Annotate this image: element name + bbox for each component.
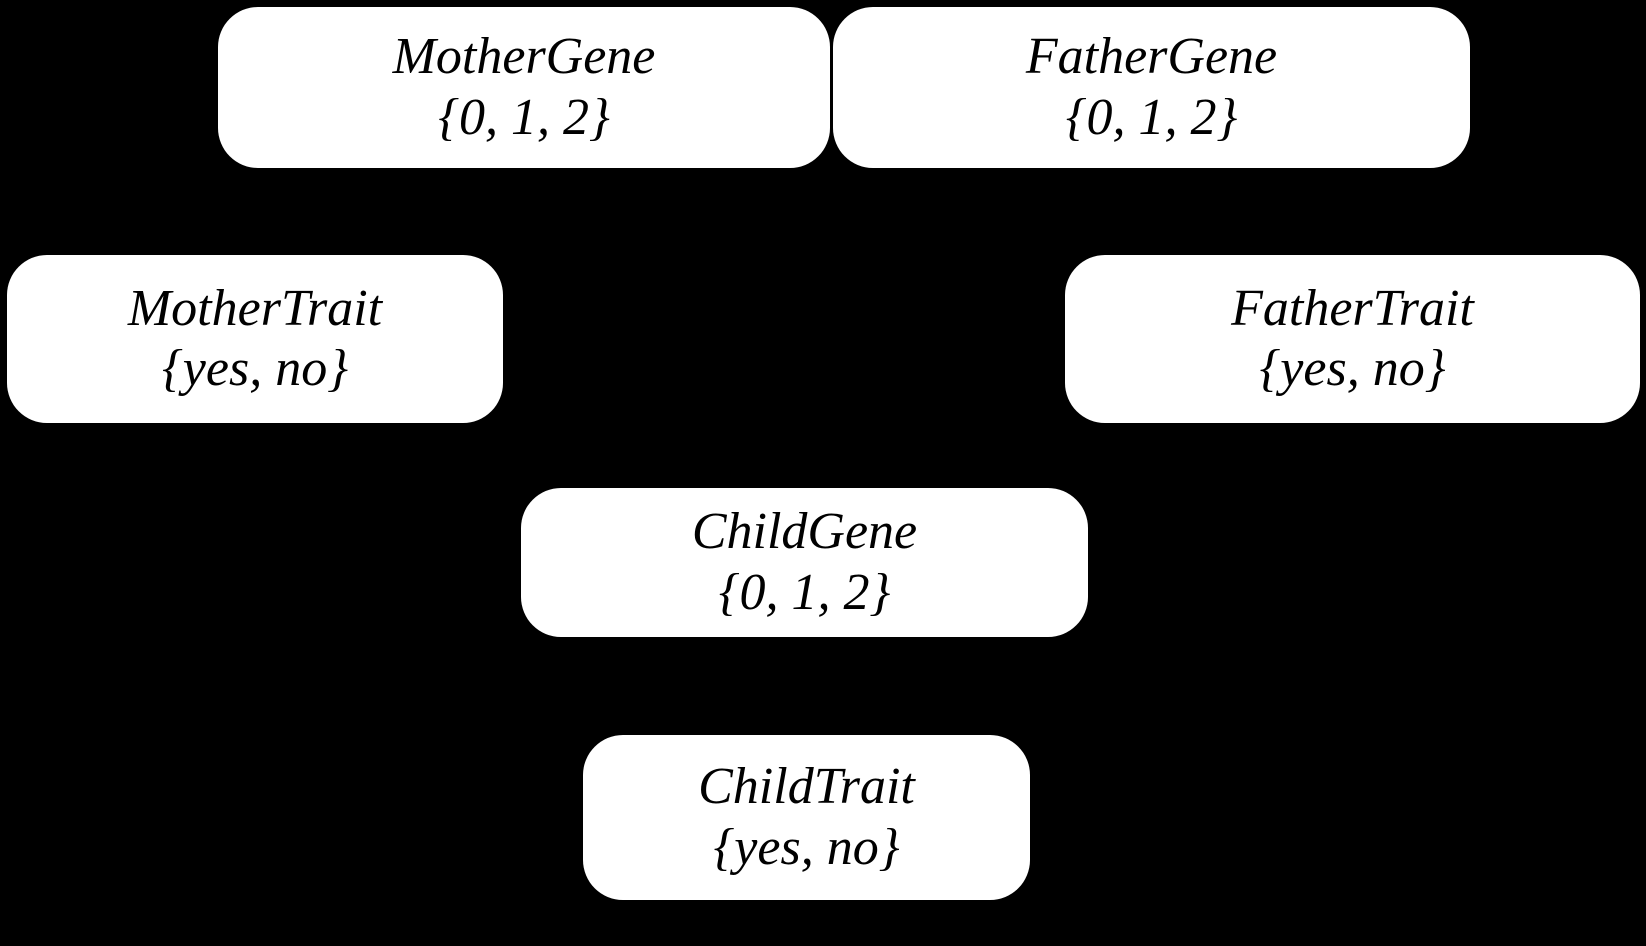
- node-father-gene-label: FatherGene: [1025, 28, 1278, 86]
- node-father-trait-domain: {yes, no}: [1259, 340, 1446, 397]
- node-mother-trait-domain: {yes, no}: [162, 340, 348, 397]
- node-mother-trait-label: MotherTrait: [127, 279, 383, 337]
- node-father-gene-domain: {0, 1, 2}: [1065, 88, 1238, 146]
- node-child-gene-domain: {0, 1, 2}: [718, 563, 891, 621]
- node-child-trait-label: ChildTrait: [698, 758, 915, 816]
- node-child-gene-label: ChildGene: [691, 503, 918, 561]
- node-mother-gene[interactable]: MotherGene {0, 1, 2}: [218, 7, 830, 168]
- node-mother-gene-domain: {0, 1, 2}: [438, 88, 610, 146]
- node-child-trait[interactable]: ChildTrait {yes, no}: [583, 735, 1030, 900]
- node-mother-gene-label: MotherGene: [392, 28, 656, 86]
- node-father-gene[interactable]: FatherGene {0, 1, 2}: [833, 7, 1470, 168]
- node-father-trait[interactable]: FatherTrait {yes, no}: [1065, 255, 1640, 423]
- node-mother-trait[interactable]: MotherTrait {yes, no}: [7, 255, 503, 423]
- node-child-gene[interactable]: ChildGene {0, 1, 2}: [521, 488, 1088, 637]
- node-child-trait-domain: {yes, no}: [713, 818, 900, 876]
- node-father-trait-label: FatherTrait: [1231, 279, 1474, 337]
